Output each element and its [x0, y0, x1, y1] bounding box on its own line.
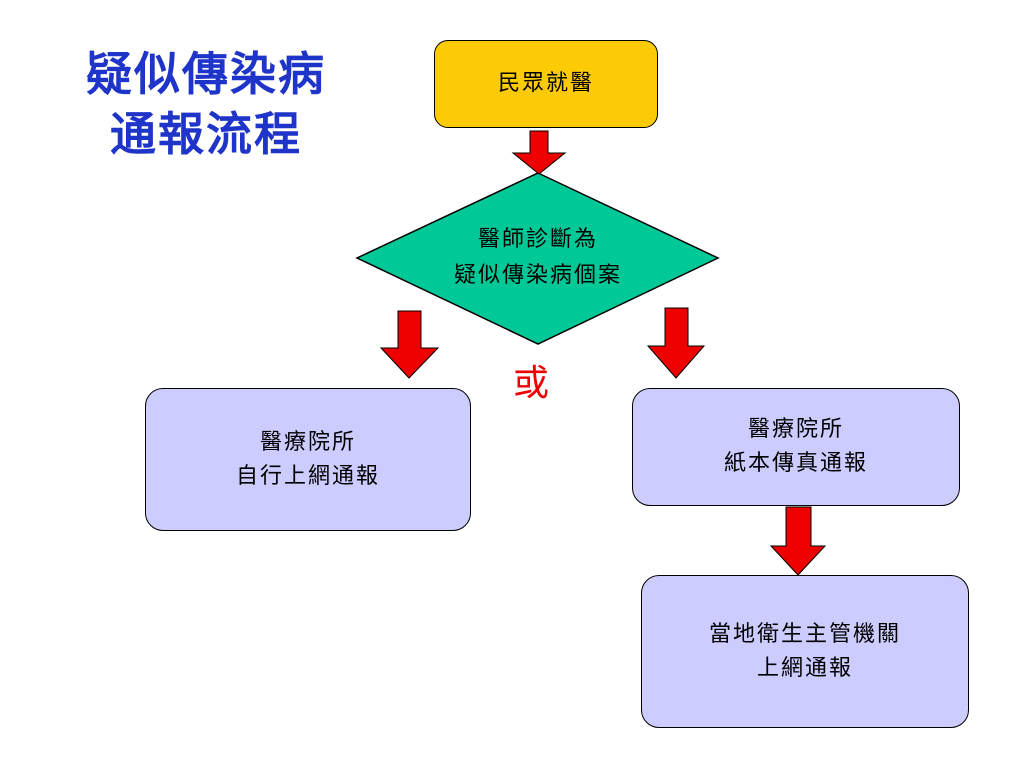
- node-paper-report-line-2: 紙本傳真通報: [723, 451, 868, 476]
- node-diagnosis-label: 醫師診斷為 疑似傳染病個案: [400, 222, 676, 294]
- node-paper-report-line-1: 醫療院所: [747, 417, 844, 442]
- node-local-authority-line-1: 當地衛生主管機關: [708, 621, 901, 647]
- arrow-decision-to-online: [379, 310, 440, 379]
- node-patient-visit-label: 民眾就醫: [497, 71, 594, 96]
- arrow-paper-to-local: [769, 506, 827, 576]
- page-title: 疑似傳染病 通報流程: [56, 44, 356, 164]
- node-online-report-line-2: 自行上網通報: [235, 463, 380, 489]
- arrow-start-to-decision: [511, 130, 567, 175]
- node-local-authority-report: 當地衛生主管機關 上網通報: [641, 575, 969, 728]
- node-local-authority-line-2: 上網通報: [756, 655, 853, 681]
- node-diagnosis-line-2: 疑似傳染病個案: [453, 263, 622, 288]
- node-paper-report: 醫療院所 紙本傳真通報: [632, 388, 960, 506]
- or-label: 或: [513, 363, 550, 404]
- title-line-1: 疑似傳染病: [86, 47, 326, 101]
- node-online-report: 醫療院所 自行上網通報: [145, 388, 471, 531]
- node-patient-visit: 民眾就醫: [434, 40, 658, 128]
- decision-diamond: [355, 172, 720, 345]
- node-online-report-line-1: 醫療院所: [259, 429, 356, 455]
- title-line-2: 通報流程: [110, 107, 302, 161]
- arrow-decision-to-paper: [646, 307, 706, 379]
- node-diagnosis-line-1: 醫師診斷為: [477, 227, 598, 252]
